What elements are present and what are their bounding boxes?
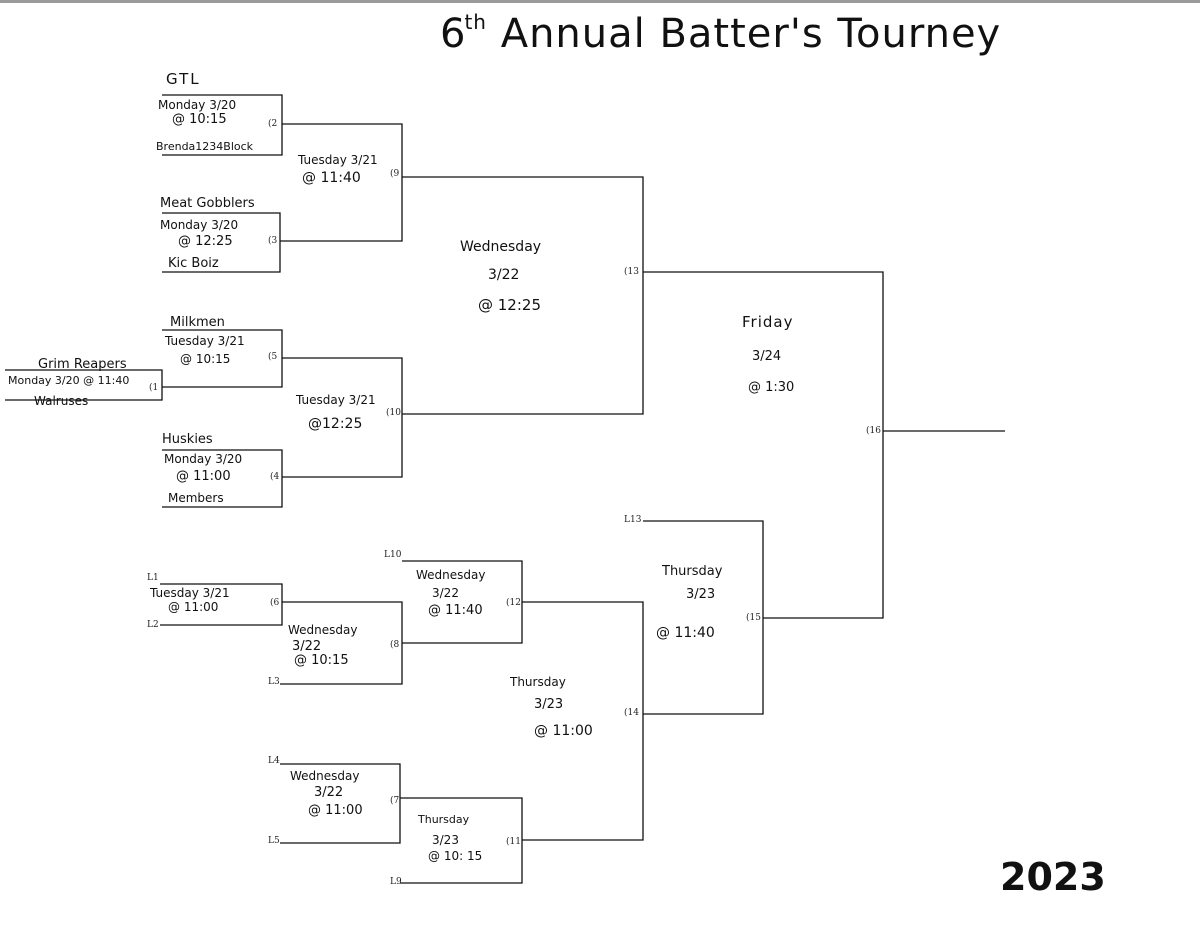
game-13-day: Wednesday <box>460 239 542 255</box>
game-3-number: (3 <box>268 236 278 246</box>
game-13-date: 3/22 <box>488 267 520 283</box>
game-12-number: (12 <box>506 598 521 608</box>
game-9-time: @ 11:40 <box>302 170 361 186</box>
team-grim-reapers: Grim Reapers <box>38 357 127 372</box>
game-16-time: @ 1:30 <box>748 380 795 395</box>
game-9-bracket <box>280 123 403 242</box>
game-1-bracket <box>5 369 163 401</box>
team-kic-boiz: Kic Boiz <box>168 256 219 271</box>
game-2-time: @ 10:15 <box>172 112 227 127</box>
top-border <box>0 0 1200 3</box>
title-text: Annual Batter's Tourney <box>500 11 1002 57</box>
game-8-number: (8 <box>390 640 400 650</box>
game-11-day: Thursday <box>418 813 470 826</box>
loser-2-label: L2 <box>147 620 159 630</box>
game-14-number: (14 <box>624 708 639 718</box>
title-ordinal-suffix: th <box>464 10 487 34</box>
game-10-bracket <box>282 357 403 478</box>
game-13-bracket <box>402 176 644 415</box>
loser-3-label: L3 <box>268 677 280 687</box>
game-16-date: 3/24 <box>752 349 782 364</box>
game-14-day: Thursday <box>510 675 566 689</box>
game-5-number: (5 <box>268 352 278 362</box>
game-15-time: @ 11:40 <box>656 625 715 641</box>
game-3-time: @ 12:25 <box>178 234 233 249</box>
game-8-time: @ 10:15 <box>294 653 349 668</box>
game-11-time: @ 10: 15 <box>428 849 483 863</box>
game-16-day: Friday <box>742 313 794 331</box>
loser-4-label: L4 <box>268 756 280 766</box>
game-13-number: (13 <box>624 267 639 277</box>
game-6-bracket <box>160 583 283 626</box>
game-7-time: @ 11:00 <box>308 803 363 818</box>
team-walruses: Walruses <box>34 394 89 408</box>
game-3-day: Monday 3/20 <box>160 218 239 232</box>
game-13-time: @ 12:25 <box>478 296 541 314</box>
game-11-date: 3/23 <box>432 833 459 847</box>
game-9-number: (9 <box>390 169 400 179</box>
game-10-time: @12:25 <box>308 416 363 432</box>
game-3-bracket <box>162 212 281 273</box>
team-gtl: GTL <box>166 70 201 88</box>
game-8-date: 3/22 <box>292 639 322 654</box>
game-6-day: Tuesday 3/21 <box>150 586 230 600</box>
game-4-number: (4 <box>270 472 280 482</box>
game-14-bracket <box>522 601 644 841</box>
game-6-time: @ 11:00 <box>168 600 219 614</box>
game-8-day: Wednesday <box>288 623 358 637</box>
tourney-year: 2023 <box>1000 855 1106 899</box>
game-5-time: @ 10:15 <box>180 352 231 366</box>
game-6-number: (6 <box>270 598 280 608</box>
team-milkmen: Milkmen <box>170 315 225 330</box>
game-15-bracket <box>643 520 764 715</box>
game-14-time: @ 11:00 <box>534 723 593 739</box>
game-15-number: (15 <box>746 613 761 623</box>
game-15-date: 3/23 <box>686 587 716 602</box>
team-meat-gobblers: Meat Gobblers <box>160 196 255 211</box>
loser-13-label: L13 <box>624 515 642 525</box>
game-7-bracket <box>280 763 401 844</box>
loser-5-label: L5 <box>268 836 280 846</box>
game-1-number: (1 <box>149 383 159 393</box>
team-brenda1234block: Brenda1234Block <box>156 140 254 153</box>
game-7-date: 3/22 <box>314 785 344 800</box>
game-4-time: @ 11:00 <box>176 469 231 484</box>
tourney-title: 6th Annual Batter's Tourney <box>440 11 1002 57</box>
game-12-time: @ 11:40 <box>428 603 483 618</box>
game-10-number: (10 <box>386 408 401 418</box>
game-11-bracket <box>400 797 523 884</box>
game-5-day: Tuesday 3/21 <box>165 334 245 348</box>
loser-9-label: L9 <box>390 877 402 887</box>
game-12-date: 3/22 <box>432 586 459 600</box>
game-4-bracket <box>162 449 283 508</box>
game-16-number: (16 <box>866 426 881 436</box>
title-ordinal: 6 <box>440 11 467 57</box>
game-7-day: Wednesday <box>290 769 360 783</box>
game-12-day: Wednesday <box>416 568 486 582</box>
game-10-day: Tuesday 3/21 <box>296 393 376 407</box>
game-2-bracket <box>162 94 283 156</box>
game-15-day: Thursday <box>662 564 723 579</box>
game-14-date: 3/23 <box>534 697 564 712</box>
game-1-date: Monday 3/20 @ 11:40 <box>8 374 130 387</box>
game-2-number: (2 <box>268 119 278 129</box>
game-2-day: Monday 3/20 <box>158 98 237 112</box>
team-members: Members <box>168 491 224 505</box>
game-7-number: (7 <box>390 796 400 806</box>
game-11-number: (11 <box>506 837 521 847</box>
team-huskies: Huskies <box>162 432 213 447</box>
game-4-day: Monday 3/20 <box>164 452 243 466</box>
loser-1-label: L1 <box>147 573 159 583</box>
game-9-day: Tuesday 3/21 <box>298 153 378 167</box>
game-16-bracket <box>643 271 884 619</box>
loser-10-label: L10 <box>384 550 402 560</box>
